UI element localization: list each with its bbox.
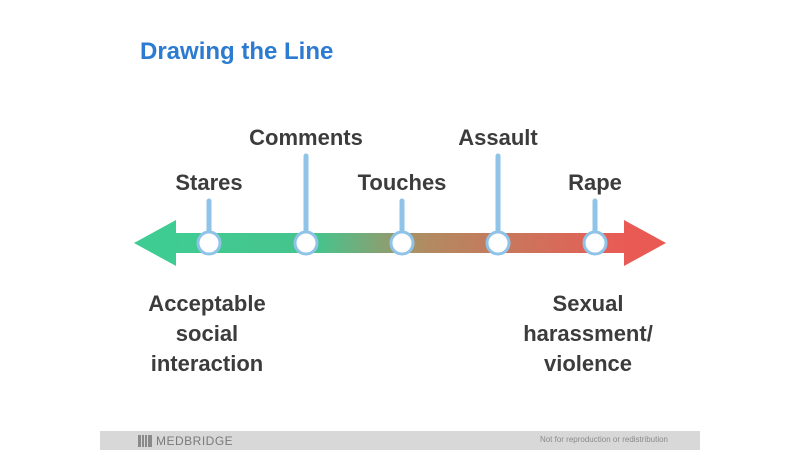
event-label: Rape (568, 170, 622, 195)
event-label: Stares (175, 170, 243, 195)
event-node (485, 230, 511, 256)
footer-note: Not for reproduction or redistribution (539, 435, 668, 444)
event-node (293, 230, 319, 256)
brand-logo: MEDBRIDGE (138, 433, 233, 448)
right-caption: Sexual harassment/ violence (523, 289, 653, 379)
right-caption-line: violence (543, 351, 633, 376)
right-arrowhead (624, 220, 666, 266)
footer-bar: MEDBRIDGE Not for reproduction or redist… (100, 431, 700, 450)
left-caption-line: social (175, 321, 239, 346)
right-caption-line: Sexual (552, 291, 624, 316)
event-node (582, 230, 608, 256)
left-caption-line: interaction (150, 351, 264, 376)
left-caption: Acceptable social interaction (148, 289, 265, 379)
event-node (196, 230, 222, 256)
event-label: Assault (458, 125, 538, 150)
event-node (389, 230, 415, 256)
right-caption-line: harassment/ (523, 321, 653, 346)
event-label: Comments (249, 125, 363, 150)
left-arrowhead (134, 220, 176, 266)
timeline-diagram (134, 153, 666, 266)
brand-name: MEDBRIDGE (156, 433, 234, 448)
left-caption-line: Acceptable (148, 291, 266, 316)
slide-title: Drawing the Line (140, 38, 334, 65)
event-label: Touches (357, 170, 447, 195)
medbridge-logo-icon (138, 434, 152, 447)
